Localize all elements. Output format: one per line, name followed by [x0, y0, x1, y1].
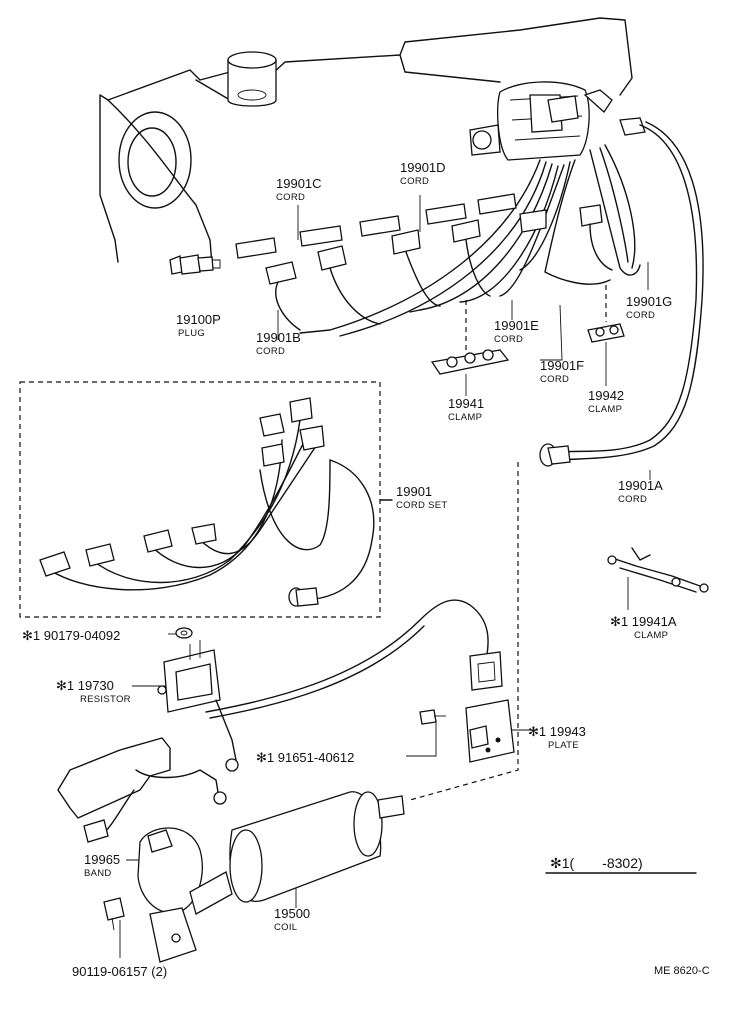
label-cord-a: 19901A CORD: [618, 478, 663, 505]
part-number: 19901G: [626, 294, 673, 309]
part-number: 19901E: [494, 318, 539, 333]
connector-and-plate: [409, 462, 519, 801]
part-number: 19965: [84, 852, 121, 867]
part-name: CORD: [494, 334, 524, 345]
part-number: 19500: [274, 906, 311, 921]
part-number: 19942: [588, 388, 625, 403]
part-name: PLUG: [178, 328, 206, 339]
part-name: CORD: [626, 310, 656, 321]
label-bolt: ✻1 91651-40612: [256, 750, 354, 766]
part-number: 19901D: [400, 160, 446, 175]
part-number: 19901A: [618, 478, 663, 493]
part-number: 90119-06157 (2): [72, 964, 168, 979]
label-band: 19965 BAND: [84, 852, 120, 879]
part-number: ✻1 19941A: [610, 614, 677, 629]
part-name: CLAMP: [588, 404, 623, 415]
part-name: RESISTOR: [80, 694, 131, 705]
nut: [175, 627, 193, 639]
label-cord-g: 19901G CORD: [626, 294, 672, 321]
label-plate: ✻1 19943 PLATE: [528, 724, 586, 751]
part-number: 19901B: [256, 330, 301, 345]
ignition-cords: [235, 121, 704, 467]
label-cord-d: 19901D CORD: [400, 160, 446, 187]
diagram-code: ME 8620-C: [654, 965, 710, 977]
bracket-sketch: [57, 737, 227, 843]
label-cord-b: 19901B CORD: [256, 330, 301, 357]
clamp-19941a: [607, 547, 709, 593]
part-name: CORD: [400, 176, 430, 187]
screw: [103, 897, 125, 931]
label-cord-f: 19901F CORD: [540, 358, 584, 385]
part-number: ✻1 19730: [56, 678, 114, 693]
clamp-19941: [430, 300, 510, 375]
part-name: CORD: [276, 192, 306, 203]
part-name: CORD SET: [396, 500, 448, 511]
part-number: ✻1 91651-40612: [256, 750, 355, 765]
label-plug: 19100P PLUG: [176, 312, 221, 339]
spark-plug: [169, 254, 221, 275]
label-clamp-19941a: ✻1 19941A CLAMP: [610, 614, 677, 641]
label-cord-e: 19901E CORD: [494, 318, 539, 345]
clamp-19942: [587, 285, 625, 343]
part-name: CLAMP: [448, 412, 483, 423]
part-name: COIL: [274, 922, 298, 933]
part-number: ✻1 90179-04092: [22, 628, 121, 643]
label-nut: ✻1 90179-04092: [22, 628, 120, 644]
engine-block-outline: [99, 17, 633, 266]
resistor: [157, 599, 489, 772]
label-resistor: ✻1 19730 RESISTOR: [56, 678, 131, 705]
label-coil: 19500 COIL: [274, 906, 310, 933]
part-name: PLATE: [548, 740, 579, 751]
label-clamp-19942: 19942 CLAMP: [588, 388, 624, 415]
label-screw: 90119-06157 (2): [72, 964, 167, 980]
part-number: ✻1 19943: [528, 724, 586, 739]
part-number: 19901F: [540, 358, 585, 373]
label-cord-c: 19901C CORD: [276, 176, 322, 203]
part-number: 19901: [396, 484, 433, 499]
distributor-cap: [469, 81, 646, 161]
cord-set-box: [19, 381, 393, 618]
part-name: BAND: [84, 868, 112, 879]
part-name: CORD: [618, 494, 648, 505]
part-name: CORD: [540, 374, 570, 385]
part-number: 19901C: [276, 176, 322, 191]
coil-band: [137, 827, 233, 963]
label-cord-set: 19901 CORD SET: [396, 484, 448, 511]
part-name: CLAMP: [634, 630, 669, 641]
part-name: CORD: [256, 346, 286, 357]
part-number: 19100P: [176, 312, 221, 327]
ignition-coil: [229, 791, 405, 903]
applicability-note: ✻1( -8302): [550, 855, 643, 871]
part-number: 19941: [448, 396, 485, 411]
label-clamp-19941: 19941 CLAMP: [448, 396, 484, 423]
